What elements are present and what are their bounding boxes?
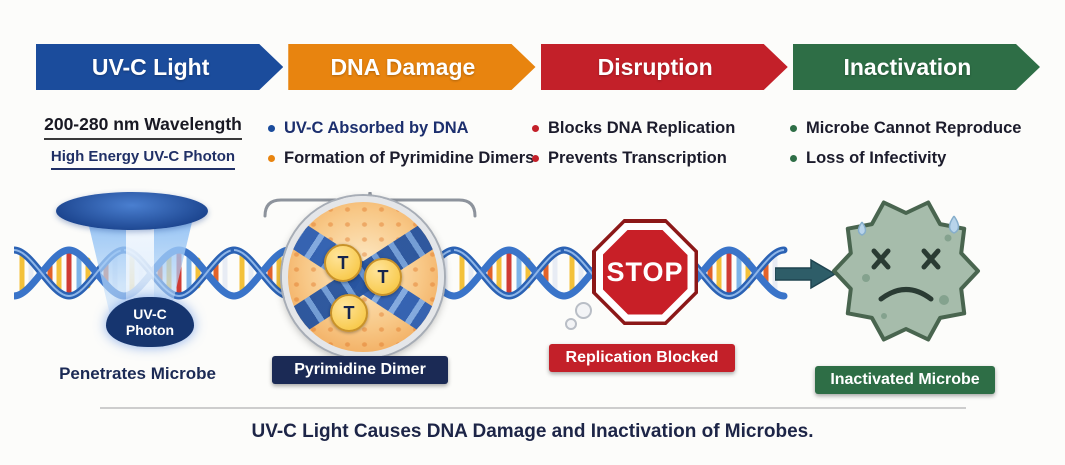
- sweat-drop-icon: [948, 215, 960, 234]
- stop-sign-icon: STOP: [592, 219, 698, 325]
- microbe-body: [832, 200, 980, 342]
- wavelength-text: 200-280 nm Wavelength: [44, 114, 242, 140]
- stop-sign-text: STOP: [606, 256, 684, 287]
- banner-dna-damage-label: DNA Damage: [330, 53, 476, 80]
- bullet-blocks-replication: Blocks DNA Replication: [532, 119, 735, 138]
- uv-photon-badge: UV-C Photon: [106, 297, 194, 347]
- bullet-dot-icon: [532, 125, 539, 132]
- uv-photon-badge-line1: UV-C: [133, 305, 167, 322]
- bullet-blocks-replication-text: Blocks DNA Replication: [548, 119, 736, 137]
- penetrates-microbe-label: Penetrates Microbe: [59, 364, 216, 383]
- bullet-dot-icon: [790, 125, 797, 132]
- bullet-cannot-reproduce: Microbe Cannot Reproduce: [790, 119, 1021, 138]
- bullet-dot-icon: [532, 155, 539, 162]
- banner-uvc-light: UV-C Light: [36, 44, 283, 90]
- microbe-x-eyes: [871, 248, 941, 270]
- wavelength-heading: 200-280 nm Wavelength: [36, 114, 250, 140]
- bullet-cannot-reproduce-text: Microbe Cannot Reproduce: [806, 119, 1022, 137]
- photon-heading: High Energy UV-C Photon: [36, 148, 250, 170]
- caption: UV-C Light Causes DNA Damage and Inactiv…: [251, 421, 814, 442]
- uv-emitter-icon: [56, 192, 208, 230]
- banner-inactivation-label: Inactivation: [843, 53, 972, 80]
- thymine-badge: T: [330, 294, 368, 332]
- bullet-prevents-transcription-text: Prevents Transcription: [548, 149, 727, 167]
- replication-blocked-label: Replication Blocked: [549, 344, 735, 372]
- banner-uvc-light-label: UV-C Light: [91, 53, 210, 80]
- footer-divider: [100, 407, 966, 409]
- bullet-prevents-transcription: Prevents Transcription: [532, 149, 727, 168]
- stop-sign-face: STOP: [602, 229, 688, 315]
- banner-dna-damage: DNA Damage: [288, 44, 535, 90]
- brace-icon: [263, 191, 477, 218]
- pyrimidine-dimer-label: Pyrimidine Dimer: [272, 356, 448, 384]
- bullet-uvc-absorbed-text: UV-C Absorbed by DNA: [284, 119, 469, 137]
- photon-heading-text: High Energy UV-C Photon: [50, 148, 236, 170]
- thymine-badge: T: [364, 258, 402, 296]
- stop-sign-ring: STOP: [595, 222, 695, 322]
- bullet-dot-icon: [268, 155, 275, 162]
- uv-photon-badge-line2: Photon: [125, 322, 175, 338]
- thought-bubble-dot: [575, 302, 592, 319]
- thymine-badge: T: [324, 244, 362, 282]
- thought-bubble-dot: [565, 318, 577, 330]
- sweat-drop-icon: [857, 221, 867, 236]
- bullet-dot-icon: [790, 155, 797, 162]
- bullet-uvc-absorbed: UV-C Absorbed by DNA: [268, 119, 469, 138]
- dead-microbe-icon: [832, 200, 980, 342]
- bullet-loss-infectivity-text: Loss of Infectivity: [806, 149, 947, 167]
- bullet-dimer-formation-text: Formation of Pyrimidine Dimers: [284, 149, 535, 167]
- banner-disruption-label: Disruption: [597, 53, 713, 80]
- bullet-loss-infectivity: Loss of Infectivity: [790, 149, 946, 168]
- banner-disruption: Disruption: [541, 44, 788, 90]
- bullet-dot-icon: [268, 125, 275, 132]
- stage-banner-row: UV-C Light DNA Damage Disruption Inactiv…: [36, 44, 1040, 90]
- microbe-frown-mouth: [878, 287, 934, 302]
- arrow-right-icon: [775, 258, 837, 290]
- banner-inactivation: Inactivation: [793, 44, 1040, 90]
- inactivated-microbe-label: Inactivated Microbe: [815, 366, 995, 394]
- bullet-dimer-formation: Formation of Pyrimidine Dimers: [268, 149, 534, 168]
- dimer-magnifier-circle: T T T: [282, 196, 444, 358]
